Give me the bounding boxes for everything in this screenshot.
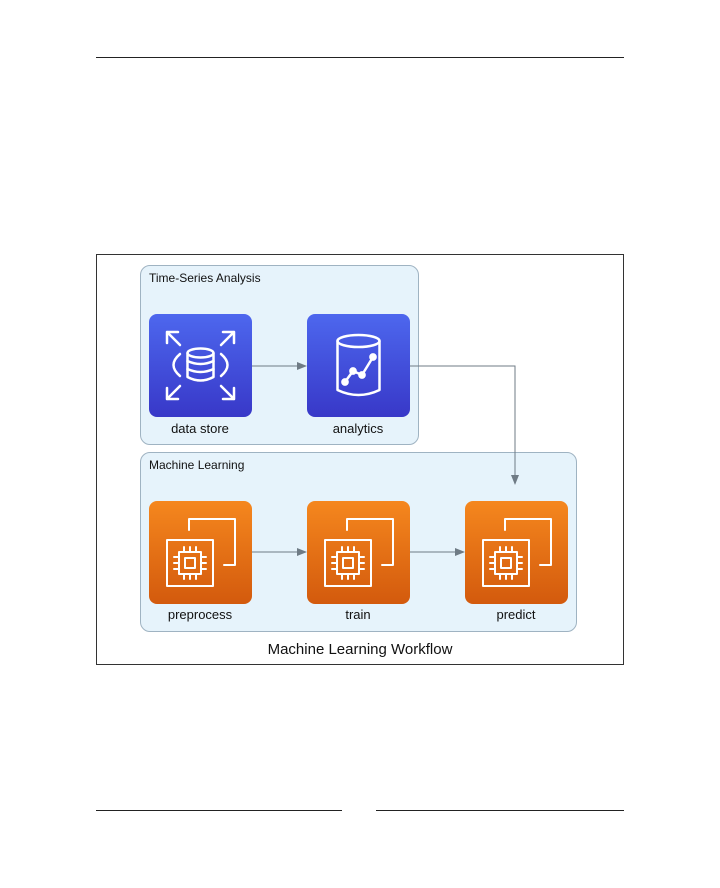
node-analytics	[307, 314, 410, 417]
footer-rule-right	[376, 810, 624, 811]
cluster-label-time-series: Time-Series Analysis	[149, 271, 261, 285]
edge-analytics-to-predict	[410, 365, 519, 485]
node-preprocess	[149, 501, 252, 604]
node-train	[307, 501, 410, 604]
compute-instance-icon	[166, 518, 236, 587]
node-predict	[465, 501, 568, 604]
node-label-analytics: analytics	[332, 421, 384, 436]
database-storage-icon	[165, 330, 236, 401]
compute-instance-icon	[482, 518, 552, 587]
cluster-label-machine-learning: Machine Learning	[149, 458, 245, 472]
node-label-preprocess: preprocess	[167, 607, 233, 622]
analytics-cylinder-icon	[336, 333, 381, 397]
node-label-data-store: data store	[171, 421, 229, 436]
node-label-predict: predict	[496, 607, 536, 622]
edges-layer	[252, 362, 519, 556]
footer-rule-left	[96, 810, 342, 811]
compute-instance-icon	[324, 518, 394, 587]
node-data-store	[149, 314, 252, 417]
node-label-train: train	[345, 607, 371, 622]
header-rule	[96, 57, 624, 58]
workflow-diagram: Time-Series Analysis Machine Learning	[96, 254, 624, 665]
diagram-caption: Machine Learning Workflow	[267, 641, 453, 658]
